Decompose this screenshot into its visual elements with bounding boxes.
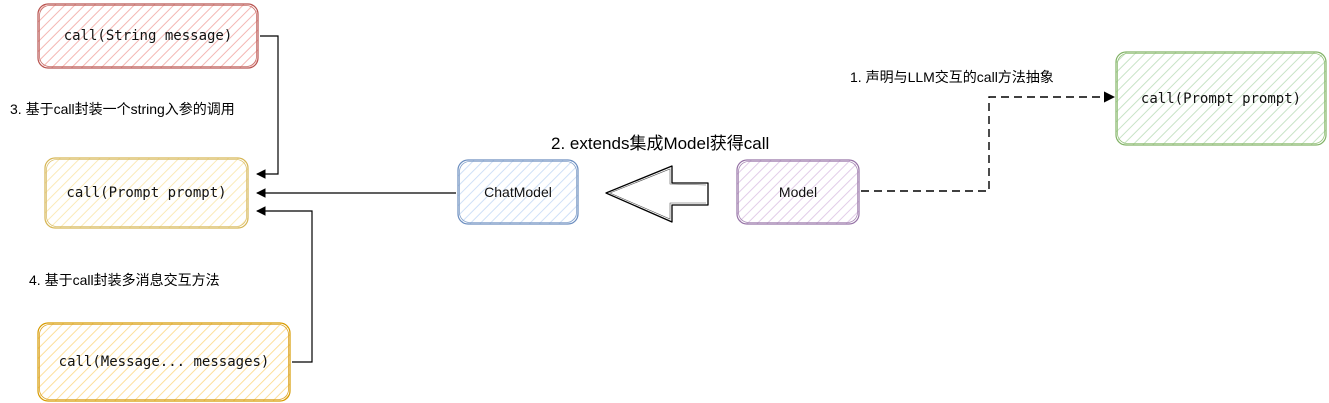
box-model[interactable] [736, 159, 860, 225]
step2-label: 2. extends集成Model获得call [551, 134, 770, 153]
chatmodel-label: ChatModel [484, 184, 552, 200]
string-call-label: call(String message) [63, 28, 233, 44]
step4-label: 4. 基于call封装多消息交互方法 [29, 272, 220, 288]
box-message-call[interactable] [37, 322, 291, 402]
box-prompt-call[interactable] [44, 157, 249, 229]
edge-message-to-prompt [256, 206, 313, 363]
step1-label: 1. 声明与LLM交互的call方法抽象 [850, 69, 1054, 85]
message-call-label: call(Message... messages) [58, 354, 270, 370]
edge-string-to-prompt [256, 35, 279, 179]
edge-model-to-declaration [861, 91, 1116, 192]
model-prompt-call-label: call(Prompt prompt) [1140, 90, 1302, 107]
prompt-call-label: call(Prompt prompt) [66, 185, 227, 201]
box-string-call[interactable] [37, 3, 259, 69]
box-model-prompt-call[interactable] [1115, 51, 1327, 146]
box-chatmodel[interactable] [457, 159, 579, 225]
step3-label: 3. 基于call封装一个string入参的调用 [10, 101, 235, 117]
extends-arrow-icon [605, 165, 709, 223]
model-label: Model [778, 184, 818, 200]
